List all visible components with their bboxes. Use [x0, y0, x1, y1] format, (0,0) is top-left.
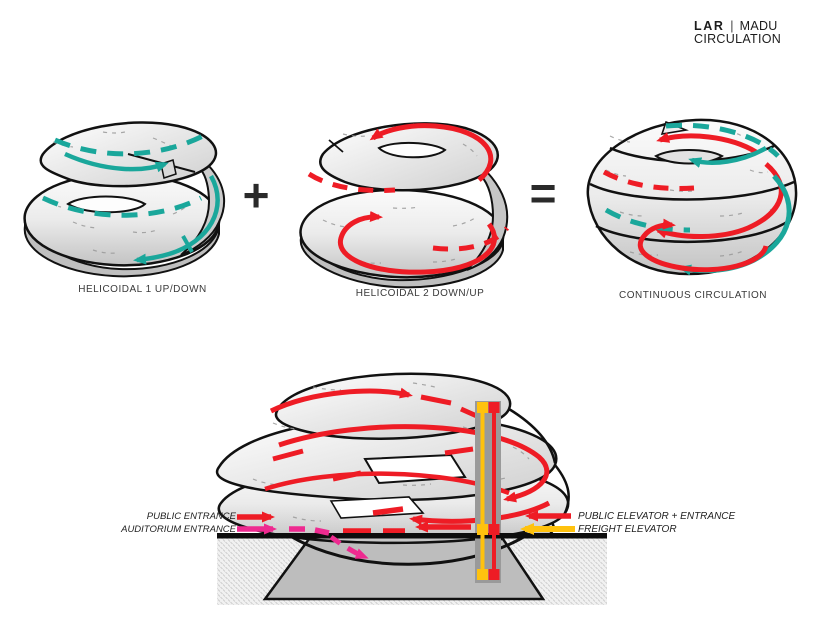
auditorium-entrance-label: AUDITORIUM ENTRANCE [121, 523, 236, 535]
logo-brand-light: MADU [739, 19, 778, 33]
entrance-arrows [237, 510, 575, 560]
helicoidal-1-form [23, 121, 226, 278]
logo-subtitle: CIRCULATION [694, 32, 782, 46]
logo: LAR | MADU CIRCULATION [694, 20, 781, 46]
diagram-continuous-circulation [586, 118, 798, 276]
logo-line1: LAR | MADU [694, 20, 781, 33]
auditorium-path-dashes [289, 526, 330, 536]
helicoidal-2-arrows [307, 123, 509, 275]
logo-brand: LAR [694, 19, 725, 33]
equals-operator: = [529, 167, 557, 219]
entrance-labels-right: PUBLIC ELEVATOR + ENTRANCE FREIGHT ELEVA… [578, 510, 758, 536]
continuous-arrows [602, 122, 792, 276]
ground-line [217, 533, 607, 539]
auditorium-underground-path [329, 534, 369, 560]
public-elevator-label: PUBLIC ELEVATOR + ENTRANCE [578, 511, 736, 522]
diagram-helicoidal-1 [23, 121, 226, 278]
caption-continuous: CONTINUOUS CIRCULATION [618, 290, 768, 301]
plus-operator: + [242, 169, 270, 221]
elevator-shaft [217, 401, 607, 583]
public-entrance-label: PUBLIC ENTRANCE [146, 511, 236, 522]
helicoidal-1-arrows [41, 133, 220, 265]
caption-helicoidal-1: HELICOIDAL 1 UP/DOWN [78, 284, 207, 295]
entrance-labels-left: PUBLIC ENTRANCE AUDITORIUM ENTRANCE [96, 511, 236, 536]
diagram-building-section [215, 372, 607, 605]
diagram-helicoidal-2 [299, 122, 509, 289]
caption-helicoidal-2: HELICOIDAL 2 DOWN/UP [355, 288, 485, 299]
freight-elevator-label: FREIGHT ELEVATOR [578, 524, 677, 535]
logo-separator: | [730, 19, 734, 33]
